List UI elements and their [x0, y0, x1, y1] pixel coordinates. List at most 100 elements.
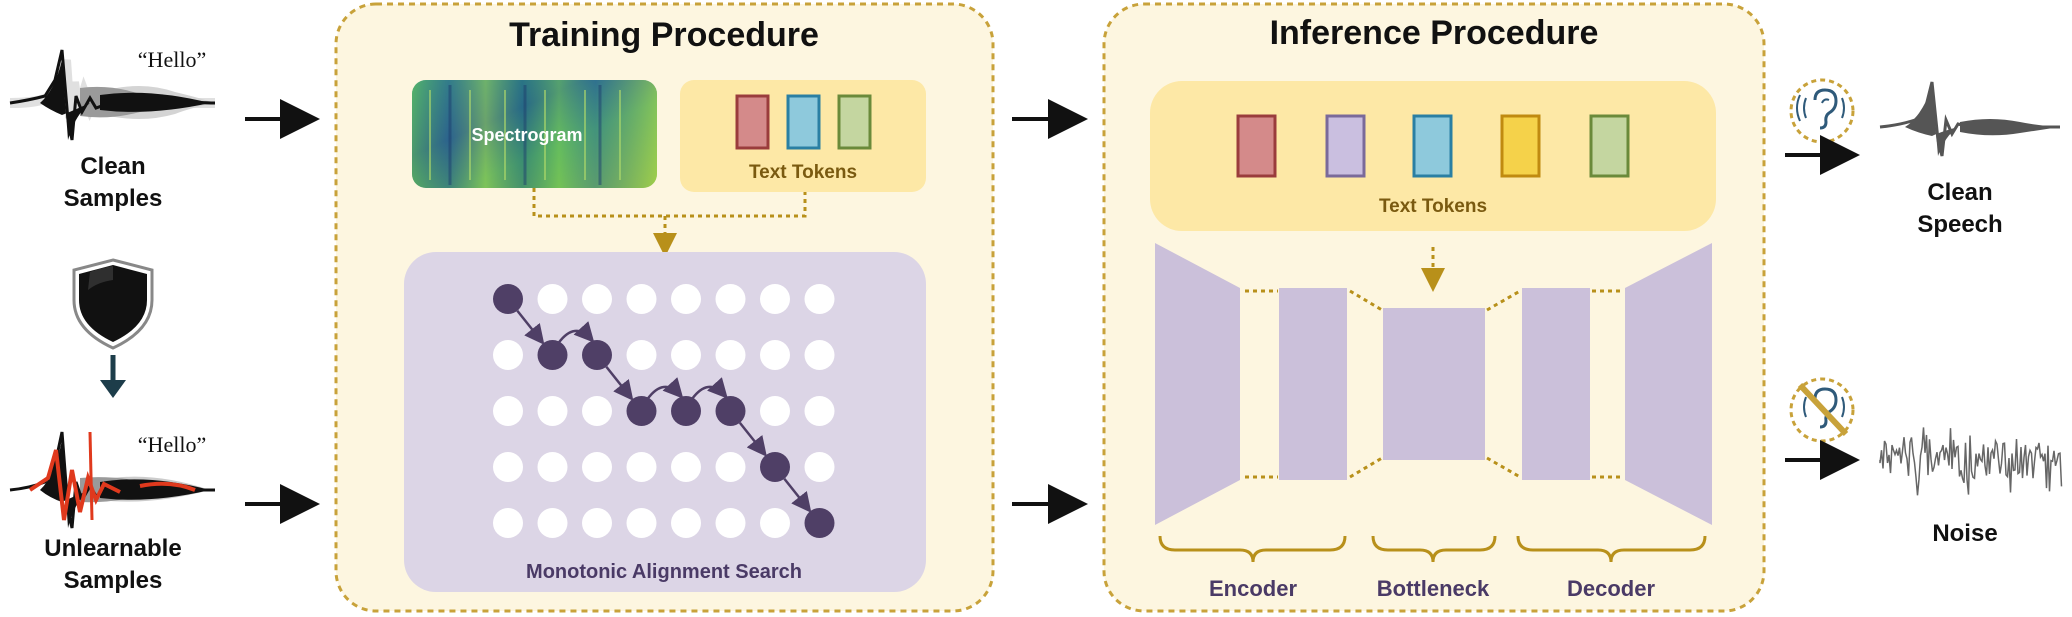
- clean-samples-group: “Hello” Clean Samples: [9, 47, 216, 212]
- mas-grid-node: [715, 452, 746, 482]
- noise-group: Noise: [1785, 377, 2063, 547]
- mas-grid-node: [582, 452, 612, 482]
- unlearnable-samples-group: “Hello” Unlearnable Samples: [9, 431, 215, 594]
- inference-token-4: [1500, 114, 1541, 178]
- clean-samples-label-line1: Clean: [80, 153, 145, 180]
- inference-text-tokens-box: Text Tokens: [1150, 81, 1716, 231]
- shield-icon: [72, 258, 154, 350]
- unet-architecture: [1155, 243, 1712, 525]
- encoder-trapezoid: [1155, 243, 1240, 525]
- bottleneck-label: Bottleneck: [1377, 576, 1490, 601]
- training-title: Training Procedure: [509, 16, 819, 54]
- mas-path-node: [715, 396, 746, 426]
- mas-grid-node: [671, 340, 701, 370]
- protection-down-arrow: [100, 355, 126, 398]
- mas-grid-node: [626, 340, 657, 370]
- inference-token-1: [1236, 114, 1277, 178]
- spectrogram-image: Spectrogram: [412, 80, 657, 188]
- mas-grid-node: [804, 340, 835, 370]
- encoder-label: Encoder: [1209, 576, 1297, 601]
- decoder-trapezoid: [1625, 243, 1712, 525]
- mas-path-arrow: [690, 377, 728, 400]
- clean-samples-label-line2: Samples: [64, 185, 163, 212]
- inference-token-2: [1325, 114, 1366, 178]
- unlearnable-waveform-icon: [9, 431, 215, 529]
- mas-path-node: [626, 396, 657, 426]
- mas-grid-node: [804, 284, 835, 314]
- unlearnable-samples-label-line1: Unlearnable: [44, 535, 181, 562]
- mas-path-node: [804, 508, 835, 538]
- unlearnable-samples-label-line2: Samples: [64, 567, 163, 594]
- mas-path-node: [537, 340, 568, 370]
- mas-grid-node: [626, 284, 657, 314]
- training-text-tokens-label: Text Tokens: [749, 162, 857, 183]
- inference-procedure-panel: Inference Procedure Text Tokens: [1102, 2, 1766, 613]
- clean-speech-group: Clean Speech: [1785, 78, 2060, 238]
- mas-grid-node: [537, 508, 568, 538]
- spectrogram-label: Spectrogram: [471, 125, 582, 145]
- training-procedure-panel: Training Procedure Spectrogram: [334, 2, 995, 613]
- mas-grid-node: [493, 396, 523, 426]
- mas-grid-node: [537, 284, 568, 314]
- mas-grid-node: [671, 508, 701, 538]
- mas-path-arrow: [516, 309, 545, 345]
- decoder-label: Decoder: [1567, 576, 1655, 601]
- mas-path-node: [760, 452, 790, 482]
- mas-grid-node: [715, 508, 746, 538]
- mas-label: Monotonic Alignment Search: [526, 561, 802, 583]
- training-token-1: [735, 94, 770, 150]
- mas-grid: [493, 284, 835, 538]
- training-text-tokens-box: Text Tokens: [680, 80, 926, 192]
- mas-grid-node: [671, 452, 701, 482]
- mas-grid-node: [537, 452, 568, 482]
- mas-grid-node: [760, 284, 790, 314]
- inference-token-5: [1589, 114, 1630, 178]
- clean-waveform-icon: [9, 49, 216, 141]
- inference-token-3: [1412, 114, 1453, 178]
- noise-label: Noise: [1932, 520, 1997, 547]
- mas-path-node: [671, 396, 701, 426]
- mas-grid-node: [760, 340, 790, 370]
- ear-hearing-icon: [1789, 78, 1855, 144]
- mas-grid-node: [582, 508, 612, 538]
- mas-grid-node: [493, 508, 523, 538]
- mas-box: [404, 252, 926, 592]
- mas-grid-node: [493, 452, 523, 482]
- mas-path-arrow: [557, 321, 595, 344]
- mas-grid-node: [537, 396, 568, 426]
- mas-grid-node: [760, 508, 790, 538]
- mas-grid-node: [715, 284, 746, 314]
- clean-speech-waveform-icon: [1879, 81, 2060, 157]
- mas-grid-node: [582, 396, 612, 426]
- unlearnable-hello-quote: “Hello”: [138, 432, 206, 457]
- mas-grid-node: [760, 396, 790, 426]
- unet-braces: [1158, 535, 1707, 563]
- bottleneck-block: [1383, 308, 1485, 460]
- mas-path-arrow: [646, 377, 684, 400]
- inference-title: Inference Procedure: [1270, 14, 1599, 52]
- mas-grid-node: [626, 508, 657, 538]
- mas-grid-node: [493, 340, 523, 370]
- mas-path-arrow: [783, 477, 812, 513]
- mas-grid-node: [804, 452, 835, 482]
- noise-waveform-icon: [1879, 427, 2063, 496]
- mas-path-node: [493, 284, 523, 314]
- clean-speech-label-line1: Clean: [1927, 179, 1992, 206]
- mas-grid-node: [715, 340, 746, 370]
- mas-path-arrow: [738, 421, 767, 457]
- mas-grid-node: [804, 396, 835, 426]
- mas-path-node: [582, 340, 612, 370]
- mas-grid-node: [582, 284, 612, 314]
- inference-text-tokens-label: Text Tokens: [1379, 196, 1487, 217]
- training-token-3: [837, 94, 872, 150]
- encoder-block: [1279, 288, 1347, 480]
- clean-hello-quote: “Hello”: [138, 47, 206, 72]
- clean-speech-label-line2: Speech: [1917, 211, 2002, 238]
- spectrogram-tokens-connector: [532, 188, 807, 257]
- no-hearing-icon: [1789, 377, 1855, 443]
- mas-grid-node: [626, 452, 657, 482]
- training-token-2: [786, 94, 821, 150]
- decoder-block: [1522, 288, 1590, 480]
- mas-grid-node: [671, 284, 701, 314]
